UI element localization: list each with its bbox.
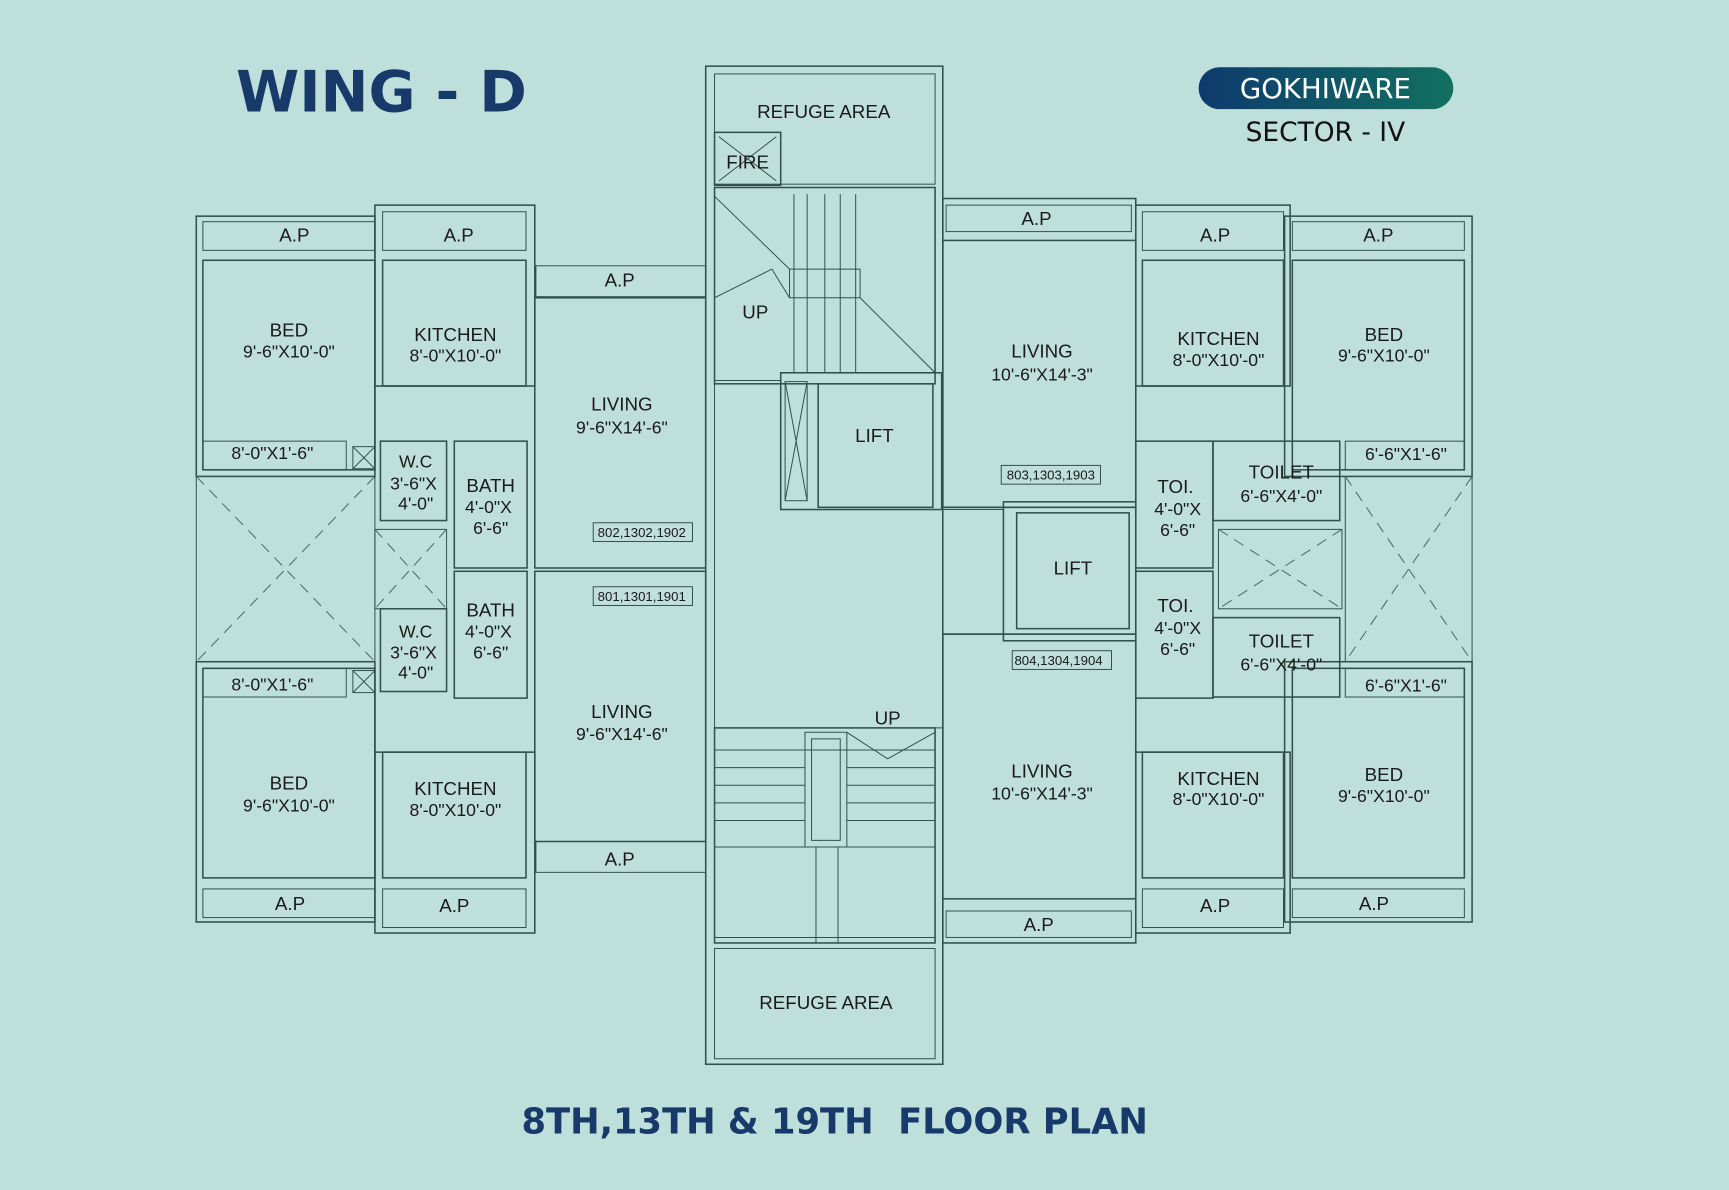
bed-label: BED bbox=[270, 773, 309, 794]
stair-lower bbox=[713, 727, 936, 944]
toilet-label: TOILET bbox=[1249, 462, 1315, 483]
bath-label: BATH bbox=[466, 475, 515, 496]
up-label-bottom: UP bbox=[875, 708, 901, 729]
unit-803: A.P A.P A.P LIVING 10'-6"X14'-3" KITCHEN… bbox=[942, 197, 1473, 663]
bed-label: BED bbox=[1365, 764, 1404, 785]
ap-label: A.P bbox=[1359, 893, 1389, 914]
living-label: LIVING bbox=[591, 701, 652, 722]
refuge-label-top: REFUGE AREA bbox=[757, 101, 891, 122]
fire-label: FIRE bbox=[726, 152, 769, 173]
ap-label: A.P bbox=[605, 270, 635, 291]
living-label: LIVING bbox=[1011, 340, 1072, 361]
lift-label-top: LIFT bbox=[855, 425, 894, 446]
unit-802: A.P A.P A.P BED 9'-6"X10'-0" KITCHEN 8'-… bbox=[195, 204, 707, 663]
fire-box bbox=[713, 131, 782, 187]
up-label-top: UP bbox=[742, 302, 768, 323]
kitchen-dim: 8'-0"X10'-0" bbox=[1173, 789, 1265, 809]
ap-label: A.P bbox=[605, 849, 635, 870]
bed-dim: 9'-6"X10'-0" bbox=[243, 796, 335, 816]
wc-label: W.C bbox=[399, 621, 433, 641]
wc-dim: 4'-0" bbox=[398, 662, 433, 682]
living-dim: 9'-6"X14'-6" bbox=[576, 417, 668, 437]
kitchen-dim: 8'-0"X10'-0" bbox=[1173, 350, 1265, 370]
kitchen-dim: 8'-0"X10'-0" bbox=[410, 346, 502, 366]
wc-dim: 3'-6"X bbox=[390, 642, 437, 662]
flat-number-tag: 801,1301,1901 bbox=[598, 589, 686, 604]
toi-dim: 6'-6" bbox=[1160, 639, 1195, 659]
unit-801: A.P A.P A.P 801,1301,1901 W.C 3'-6"X 4'-… bbox=[195, 570, 707, 934]
lift-label-right: LIFT bbox=[1054, 558, 1093, 579]
ledge-dim: 8'-0"X1'-6" bbox=[231, 443, 313, 463]
bed-dim: 9'-6"X10'-0" bbox=[1338, 346, 1430, 366]
bath-dim: 4'-0"X bbox=[465, 497, 512, 517]
toi-dim: 6'-6" bbox=[1160, 520, 1195, 540]
living-dim: 10'-6"X14'-3" bbox=[991, 364, 1093, 384]
ap-label: A.P bbox=[275, 893, 305, 914]
ap-label: A.P bbox=[279, 225, 309, 246]
floor-plan-caption: 8TH,13TH & 19TH FLOOR PLAN bbox=[522, 1102, 1148, 1143]
unit-804: A.P A.P A.P 804,1304,1904 TOI. 4'-0"X 6'… bbox=[942, 570, 1473, 944]
kitchen-label: KITCHEN bbox=[1177, 768, 1259, 789]
bed-dim: 9'-6"X10'-0" bbox=[243, 341, 335, 361]
bath-dim: 6'-6" bbox=[473, 642, 508, 662]
wing-title: WING - D bbox=[236, 58, 527, 125]
ap-label: A.P bbox=[1200, 895, 1230, 916]
flat-number-tag: 802,1302,1902 bbox=[598, 525, 686, 540]
ledge-dim: 8'-0"X1'-6" bbox=[231, 674, 313, 694]
flat-number-tag: 803,1303,1903 bbox=[1007, 468, 1095, 483]
toilet-label: TOILET bbox=[1249, 630, 1315, 651]
brand-badge: GOKHIWARE SECTOR - IV bbox=[1198, 67, 1454, 148]
living-label: LIVING bbox=[1011, 761, 1072, 782]
ledge-dim: 6'-6"X1'-6" bbox=[1365, 676, 1447, 696]
ap-label: A.P bbox=[1021, 208, 1051, 229]
bed-label: BED bbox=[270, 319, 309, 340]
living-dim: 10'-6"X14'-3" bbox=[991, 784, 1093, 804]
bed-dim: 9'-6"X10'-0" bbox=[1338, 786, 1430, 806]
living-dim: 9'-6"X14'-6" bbox=[576, 724, 668, 744]
refuge-area-top bbox=[714, 73, 936, 185]
core: REFUGE AREA FIRE UP LIFT UP REFUGE AREA … bbox=[704, 65, 1137, 1066]
ledge-dim: 6'-6"X1'-6" bbox=[1365, 444, 1447, 464]
wc-label: W.C bbox=[399, 452, 433, 472]
ap-label: A.P bbox=[1363, 225, 1393, 246]
refuge-area-bottom bbox=[714, 947, 936, 1060]
ap-label: A.P bbox=[439, 895, 469, 916]
kitchen-label: KITCHEN bbox=[1177, 328, 1259, 349]
bath-dim: 4'-0"X bbox=[465, 621, 512, 641]
bed-label: BED bbox=[1365, 324, 1404, 345]
living-label: LIVING bbox=[591, 393, 652, 414]
wc-dim: 4'-0" bbox=[398, 494, 433, 514]
brand-sector: SECTOR - IV bbox=[1246, 117, 1406, 148]
toi-label: TOI. bbox=[1157, 476, 1193, 497]
kitchen-label: KITCHEN bbox=[414, 778, 496, 799]
bath-label: BATH bbox=[466, 600, 515, 621]
toilet-dim: 6'-6"X4'-0" bbox=[1240, 655, 1322, 675]
refuge-label-bottom: REFUGE AREA bbox=[759, 992, 893, 1013]
kitchen-label: KITCHEN bbox=[414, 324, 496, 345]
toi-label: TOI. bbox=[1157, 595, 1193, 616]
bath-dim: 6'-6" bbox=[473, 518, 508, 538]
brand-name: GOKHIWARE bbox=[1240, 73, 1411, 105]
brand-pill bbox=[1198, 67, 1454, 110]
toilet-dim: 6'-6"X4'-0" bbox=[1240, 486, 1322, 506]
flat-number-tag: 804,1304,1904 bbox=[1014, 653, 1102, 668]
wc-dim: 3'-6"X bbox=[390, 474, 437, 494]
toi-dim: 4'-0"X bbox=[1154, 499, 1201, 519]
toi-dim: 4'-0"X bbox=[1154, 618, 1201, 638]
kitchen-dim: 8'-0"X10'-0" bbox=[410, 800, 502, 820]
ap-label: A.P bbox=[1200, 225, 1230, 246]
ap-label: A.P bbox=[444, 225, 474, 246]
ap-label: A.P bbox=[1024, 914, 1054, 935]
